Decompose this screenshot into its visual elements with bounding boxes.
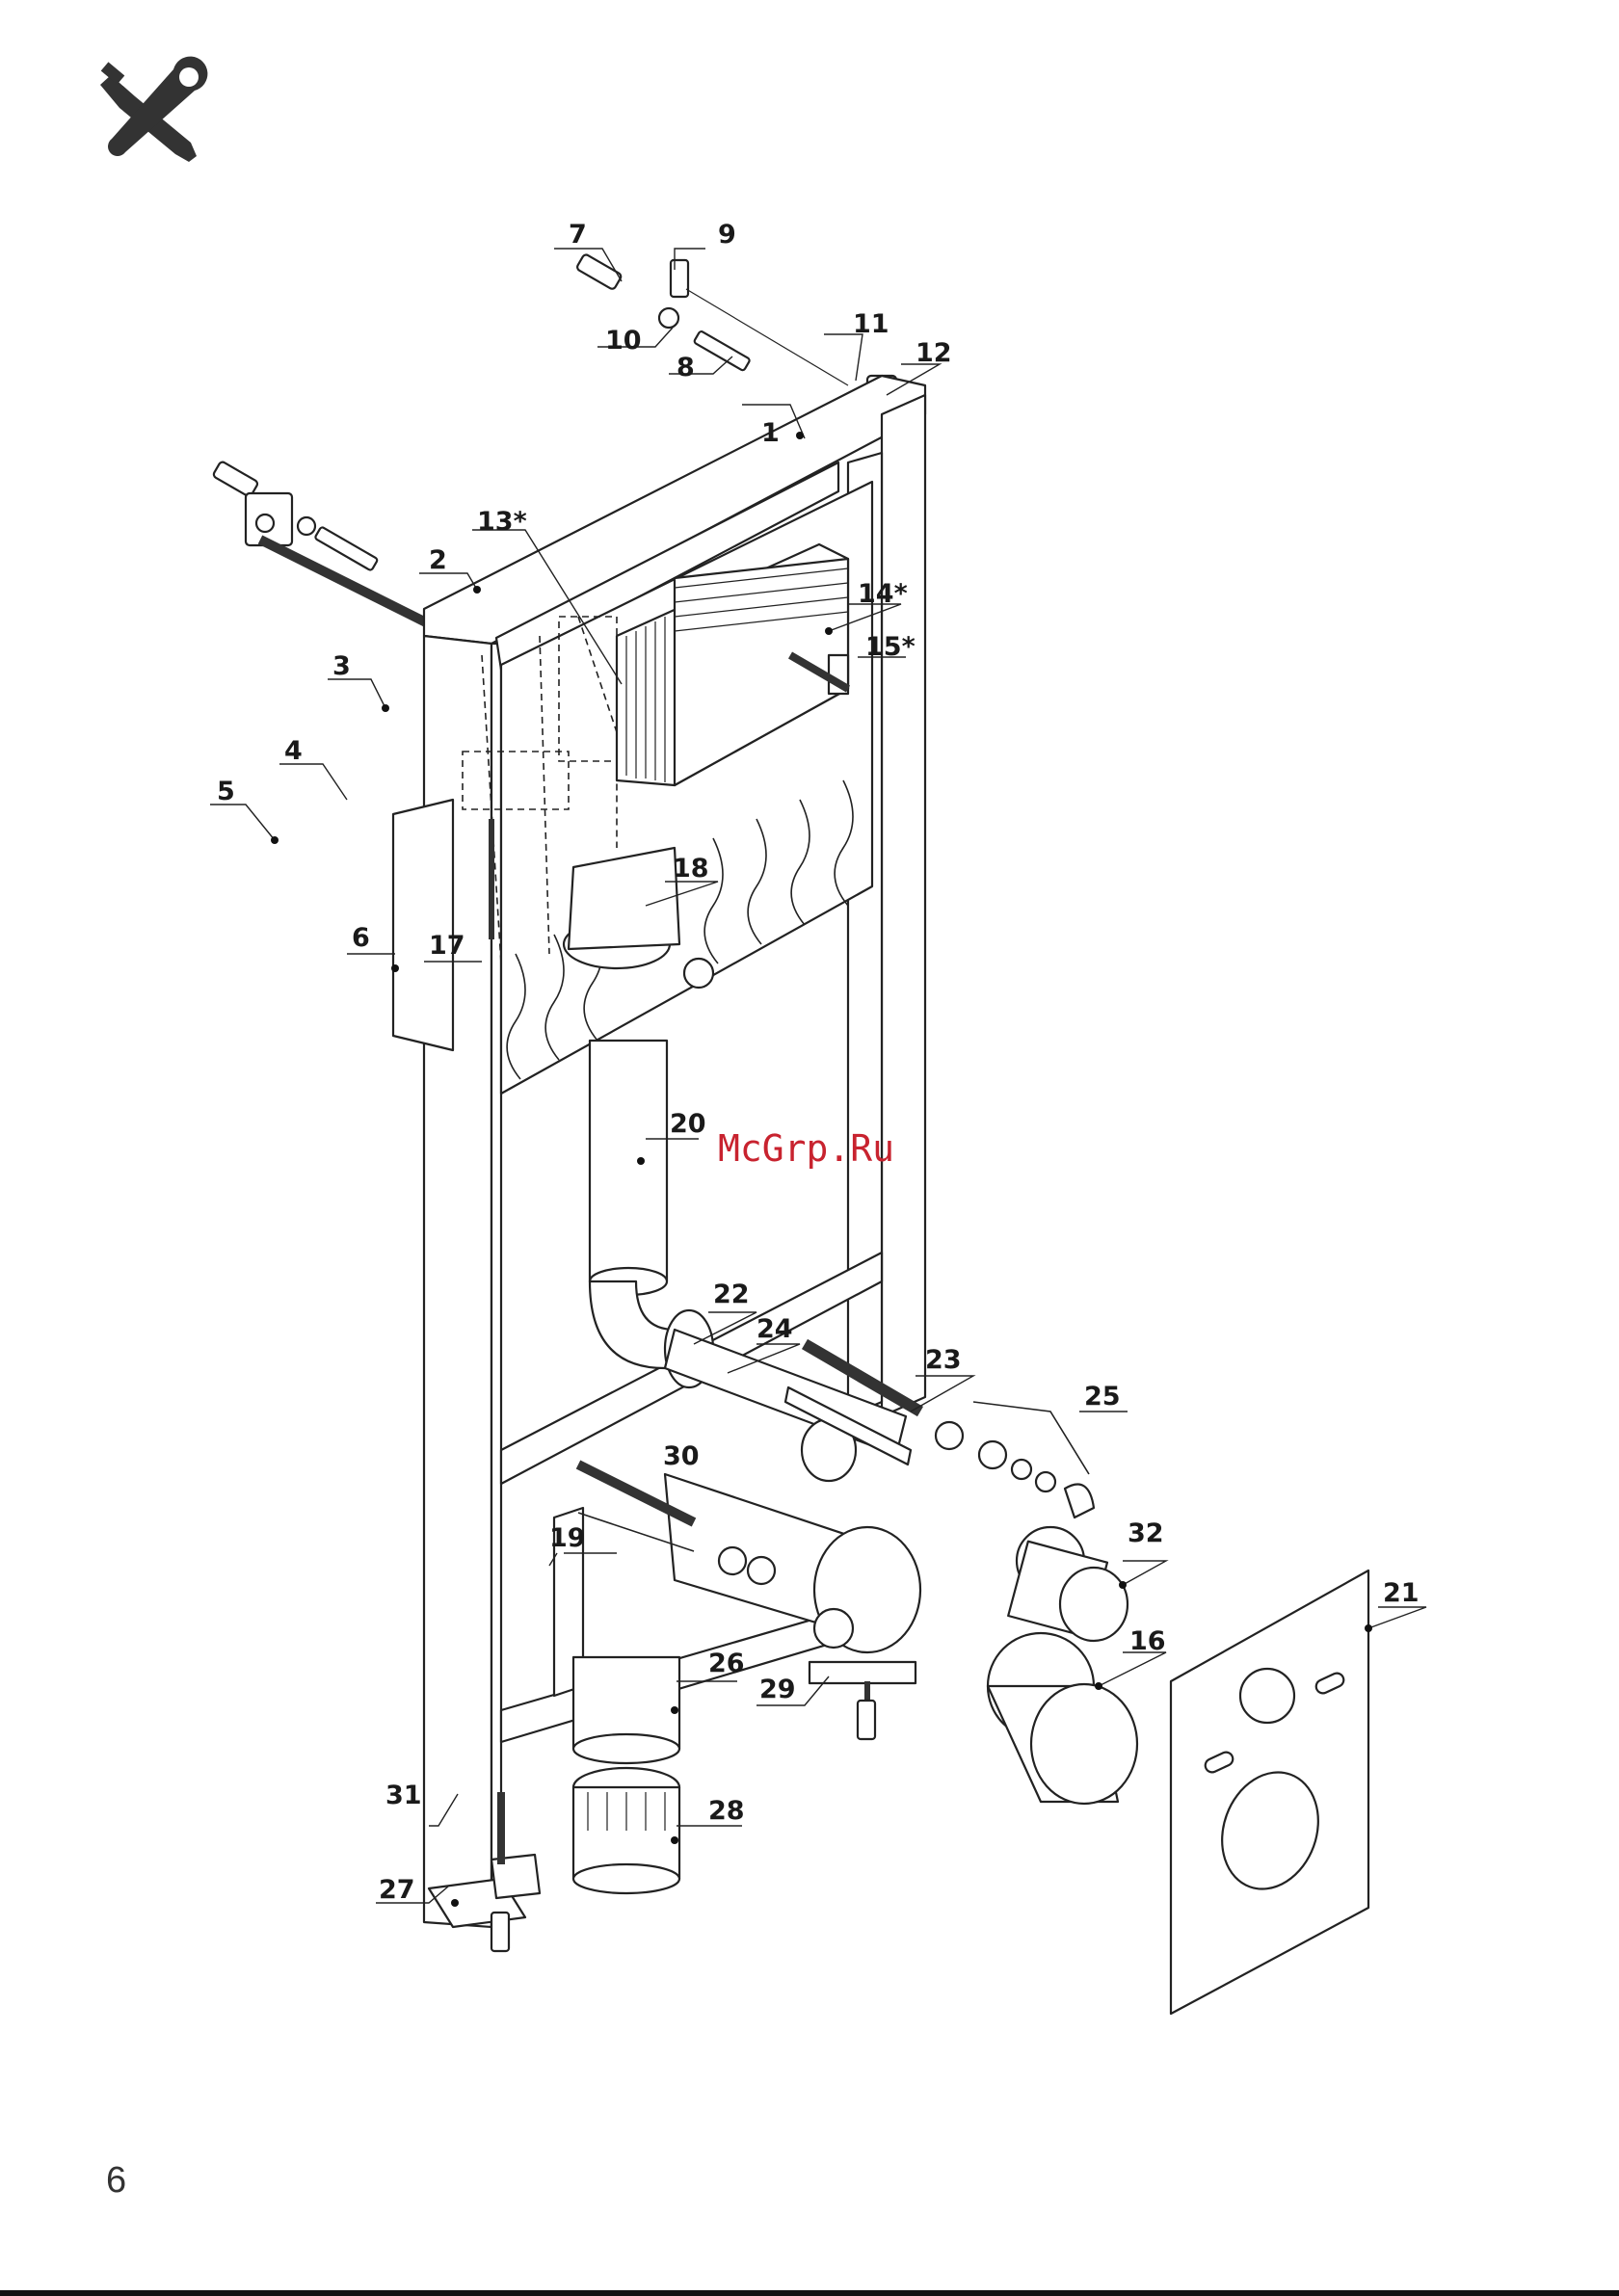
callout-13: 13* [477, 507, 527, 537]
bottom-rule [0, 2290, 1619, 2296]
callout-26: 26 [708, 1649, 745, 1678]
callout-14: 14* [858, 579, 908, 609]
callout-10: 10 [605, 326, 642, 356]
pipe-coupling [573, 1768, 679, 1893]
left-wall-anchors [212, 461, 453, 636]
callout-28: 28 [708, 1796, 745, 1826]
callout-15: 15* [865, 632, 916, 662]
callout-24: 24 [756, 1314, 793, 1344]
pipe-sleeve [1008, 1527, 1128, 1641]
callout-8: 8 [677, 353, 695, 383]
mounting-plate [1171, 1570, 1368, 2014]
callout-7-label: 7 [569, 220, 587, 250]
callout-11: 11 [853, 309, 889, 339]
callout-5: 5 [217, 777, 235, 806]
watermark: McGrp.Ru [718, 1127, 894, 1170]
bolt-set [936, 1402, 1094, 1517]
callout-32: 32 [1128, 1518, 1164, 1548]
callout-27: 27 [379, 1875, 415, 1905]
callout-16: 16 [1129, 1626, 1166, 1656]
callout-9: 9 [718, 220, 736, 250]
callout-3: 3 [332, 651, 351, 681]
pipe-collar [988, 1633, 1137, 1804]
callout-12: 12 [916, 338, 952, 368]
callout-4: 4 [284, 736, 303, 766]
callout-19: 19 [549, 1523, 586, 1553]
callout-18: 18 [673, 854, 709, 884]
callout-22: 22 [713, 1280, 750, 1309]
page-number: 6 [106, 2160, 126, 2201]
callout-29: 29 [759, 1675, 796, 1704]
callout-21: 21 [1383, 1578, 1420, 1608]
outlet-pipe [573, 1657, 679, 1763]
callout-25: 25 [1084, 1382, 1121, 1412]
callout-1: 1 [761, 418, 780, 448]
wrench-screwdriver-tools-icon [100, 57, 207, 162]
callout-31: 31 [385, 1781, 422, 1810]
callout-23: 23 [925, 1345, 962, 1375]
callout-2: 2 [429, 545, 447, 575]
callout-30: 30 [663, 1441, 700, 1471]
callout-6: 6 [352, 923, 370, 953]
callout-17: 17 [429, 931, 465, 961]
callout-20: 20 [670, 1109, 706, 1139]
